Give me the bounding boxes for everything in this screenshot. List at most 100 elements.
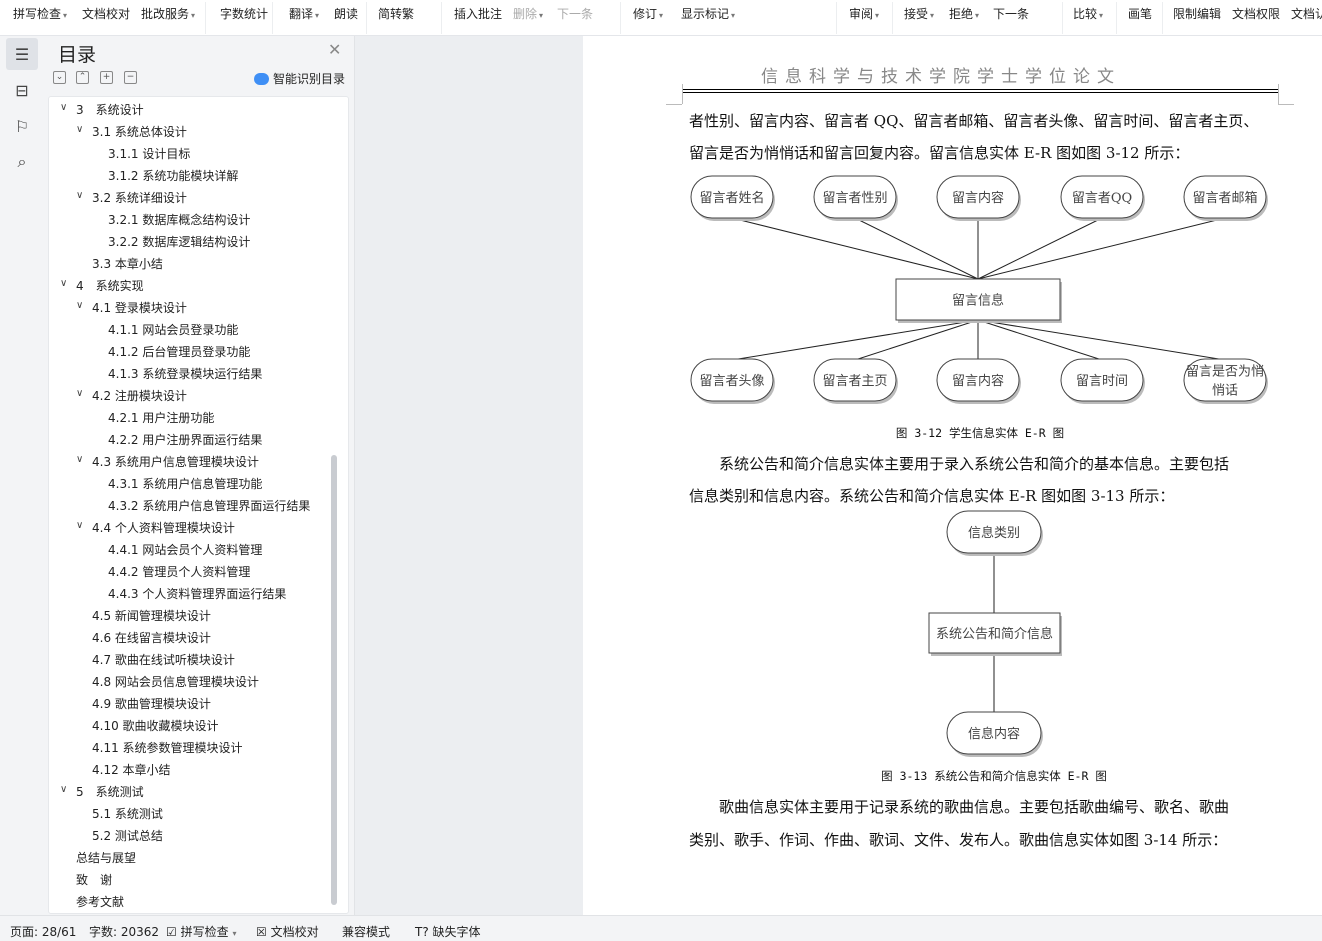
attribute-label: 信息类别 [968,525,1020,541]
toolbar-button[interactable]: 接受▾ [904,5,934,22]
toc-item[interactable]: 3.1.2 系统功能模块详解 [108,169,239,183]
toolbar-button[interactable]: 比较▾ [1073,5,1103,22]
toc-item[interactable]: 总结与展望 [76,851,137,865]
toc-item[interactable]: 4 系统实现 [76,279,144,293]
spell-check-button[interactable]: ☑ 拼写检查 ▾ [166,925,237,939]
margin-mark [682,84,683,104]
toc-item[interactable]: 3 系统设计 [76,103,144,117]
status-bar: 页面: 28/61 字数: 20362 ☑ 拼写检查 ▾ ☒ 文档校对 兼容模式… [0,915,1322,941]
toc-item[interactable]: 4.2 注册模块设计 [92,389,187,403]
toc-item[interactable]: 4.3 系统用户信息管理模块设计 [92,455,259,469]
toc-item[interactable]: 3.3 本章小结 [92,257,163,271]
toolbar-button-label: 下一条 [557,7,594,21]
toolbar-separator [836,2,837,34]
toc-item[interactable]: 致 谢 [76,873,113,887]
toc-item[interactable]: 4.3.1 系统用户信息管理功能 [108,477,263,491]
bookmark-icon[interactable]: ⚐ [14,116,30,136]
chevron-down-icon[interactable]: ∨ [60,278,68,289]
toolbar-button[interactable]: 下一条 [993,5,1029,22]
toc-panel: 目录 ✕ ⌄ ⌃ + − 智能识别目录 3 系统设计∨3.1 系统总体设计∨3.… [44,36,355,915]
er-attribute [946,711,1042,755]
toolbar-button-label: 插入批注 [454,7,503,21]
toc-item[interactable]: 4.10 歌曲收藏模块设计 [92,719,219,733]
toc-item[interactable]: 4.5 新闻管理模块设计 [92,609,211,623]
chevron-down-icon[interactable]: ∨ [76,300,84,311]
toc-item[interactable]: 3.1.1 设计目标 [108,147,191,161]
chevron-down-icon: ▾ [315,11,320,20]
toolbar-button[interactable]: 删除▾ [513,5,543,22]
chevron-down-icon: ▾ [875,11,880,20]
toolbar-button[interactable]: 限制编辑 [1173,5,1221,22]
page-indicator[interactable]: 页面: 28/61 [10,925,77,939]
toolbar-button[interactable]: 拼写检查▾ [13,5,67,22]
toolbar-button[interactable]: 修订▾ [633,5,663,22]
smart-toc-button[interactable]: 智能识别目录 [254,70,345,87]
toc-item[interactable]: 5 系统测试 [76,785,144,799]
toolbar-button[interactable]: 下一条 [557,5,593,22]
toc-item[interactable]: 4.2.2 用户注册界面运行结果 [108,433,263,447]
toc-item[interactable]: 4.9 歌曲管理模块设计 [92,697,211,711]
toc-item[interactable]: 4.7 歌曲在线试听模块设计 [92,653,235,667]
search-icon[interactable]: ⌕ [17,152,27,171]
chevron-down-icon[interactable]: ∨ [76,454,84,465]
toc-item[interactable]: 4.8 网站会员信息管理模块设计 [92,675,259,689]
toc-item[interactable]: 5.2 测试总结 [92,829,163,843]
navigation-icon[interactable]: ⊟ [15,80,29,100]
toc-item[interactable]: 4.1.1 网站会员登录功能 [108,323,239,337]
toc-item[interactable]: 4.1.2 后台管理员登录功能 [108,345,251,359]
toc-scrollbar[interactable] [331,455,337,905]
chevron-down-icon[interactable]: ∨ [76,520,84,531]
toc-item[interactable]: 5.1 系统测试 [92,807,163,821]
chevron-down-icon[interactable]: ∨ [76,388,84,399]
toolbar-button[interactable]: 文档校对 [82,5,130,22]
chevron-down-icon[interactable]: ∨ [60,102,68,113]
toc-item[interactable]: 4.2.1 用户注册功能 [108,411,215,425]
toolbar-button[interactable]: 朗读 [334,5,358,22]
attribute-label: 留言时间 [1076,374,1128,389]
check-icon: ☑ [166,925,177,939]
toc-item[interactable]: 4.4.2 管理员个人资料管理 [108,565,251,579]
toolbar-button[interactable]: 批改服务▾ [141,5,195,22]
toolbar-button[interactable]: 显示标记▾ [681,5,735,22]
toolbar-button[interactable]: 简转繁 [378,5,414,22]
toolbar-button[interactable]: 画笔 [1128,5,1152,22]
toc-item[interactable]: 3.2.1 数据库概念结构设计 [108,213,251,227]
toc-item[interactable]: 4.11 系统参数管理模块设计 [92,741,243,755]
toolbar-button-label: 显示标记 [681,7,730,21]
chevron-down-icon[interactable]: ∨ [60,784,68,795]
toc-item[interactable]: 4.3.2 系统用户信息管理界面运行结果 [108,499,311,513]
toolbar-button[interactable]: 字数统计 [220,5,268,22]
close-icon[interactable]: ✕ [328,40,342,59]
toc-item[interactable]: 4.4.3 个人资料管理界面运行结果 [108,587,287,601]
collapse-up-button[interactable]: ⌃ [76,71,89,84]
toc-item[interactable]: 3.2.2 数据库逻辑结构设计 [108,235,251,249]
toolbar-button[interactable]: 翻译▾ [289,5,319,22]
missing-font-button[interactable]: T? 缺失字体 [415,923,481,940]
chevron-down-icon: ▾ [659,11,664,20]
toc-item[interactable]: 参考文献 [76,895,125,909]
toolbar-button[interactable]: 审阅▾ [849,5,879,22]
toc-item[interactable]: 3.2 系统详细设计 [92,191,187,205]
toc-item[interactable]: 4.6 在线留言模块设计 [92,631,211,645]
toolbar-button[interactable]: 插入批注 [454,5,502,22]
toc-panel-icon[interactable]: ☰ [6,38,38,70]
chevron-down-icon[interactable]: ∨ [76,190,84,201]
proofread-button[interactable]: ☒ 文档校对 [256,923,319,940]
toc-item[interactable]: 4.4 个人资料管理模块设计 [92,521,235,535]
toc-item[interactable]: 4.1.3 系统登录模块运行结果 [108,367,263,381]
expand-all-button[interactable]: + [100,71,113,84]
toolbar-button[interactable]: 拒绝▾ [949,5,979,22]
er-entity [928,612,1061,654]
word-count[interactable]: 字数: 20362 [89,925,160,939]
toc-item[interactable]: 4.1 登录模块设计 [92,301,187,315]
toolbar-button[interactable]: 文档权限 [1232,5,1280,22]
ribbon-toolbar: 拼写检查▾ 文档校对批改服务▾ 字数统计 翻译▾ 朗读 简转繁 插入批注删除▾ 下一条 修订▾ 显… [0,0,1322,36]
toolbar-button[interactable]: 文档认 [1291,5,1322,22]
chevron-down-icon[interactable]: ∨ [76,124,84,135]
toc-item[interactable]: 4.12 本章小结 [92,763,171,777]
collapse-all-button[interactable]: − [124,71,137,84]
toc-item[interactable]: 3.1 系统总体设计 [92,125,187,139]
er-connector [854,319,979,361]
expand-down-button[interactable]: ⌄ [53,71,66,84]
toc-item[interactable]: 4.4.1 网站会员个人资料管理 [108,543,263,557]
